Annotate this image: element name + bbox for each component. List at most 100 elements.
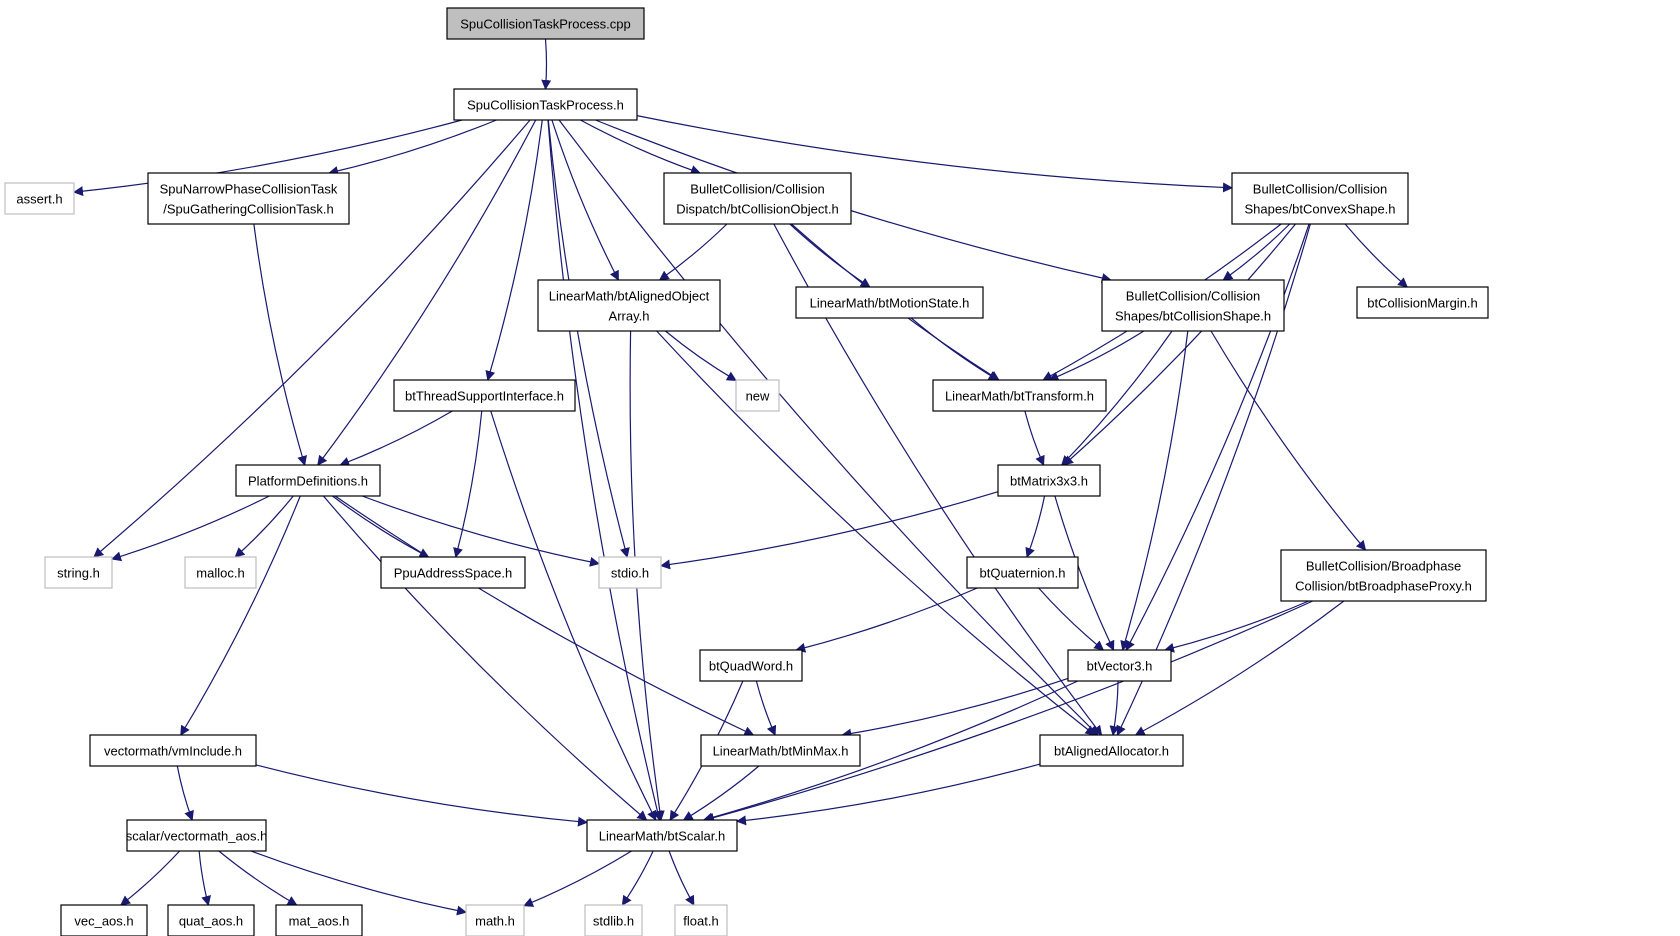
- node-scalar[interactable]: LinearMath/btScalar.h: [586, 819, 738, 852]
- node-vminclude[interactable]: vectormath/vmInclude.h: [89, 734, 257, 767]
- edge-thread-to-platform: [339, 410, 453, 467]
- node-label-allocator-0: btAlignedAllocator.h: [1054, 744, 1169, 759]
- edge-vminclude-to-vecaos: [176, 765, 194, 821]
- node-label-vecaos-0: scalar/vectormath_aos.h: [126, 829, 268, 844]
- edge-gathering-to-platform: [253, 223, 307, 466]
- node-transform[interactable]: LinearMath/btTransform.h: [932, 379, 1107, 412]
- node-malloc: malloc.h: [184, 556, 257, 589]
- node-stdlib: stdlib.h: [584, 904, 643, 936]
- edge-task_h-to-alignedarr: [551, 119, 619, 281]
- node-allocator[interactable]: btAlignedAllocator.h: [1039, 734, 1184, 767]
- node-label-convex-0: BulletCollision/Collision: [1253, 182, 1387, 197]
- node-label-margin-0: btCollisionMargin.h: [1367, 296, 1478, 311]
- node-box-colshape: [1101, 279, 1285, 332]
- node-quadword[interactable]: btQuadWord.h: [699, 649, 803, 682]
- node-thread[interactable]: btThreadSupportInterface.h: [393, 379, 576, 412]
- edge-platform-to-scalar: [322, 495, 648, 821]
- node-label-motion-0: LinearMath/btMotionState.h: [810, 296, 970, 311]
- node-label-colshape-0: BulletCollision/Collision: [1126, 289, 1260, 304]
- node-label-alignedarr-1: Array.h: [609, 309, 650, 324]
- node-convex[interactable]: BulletCollision/CollisionShapes/btConvex…: [1231, 172, 1409, 225]
- edge-colshape-to-vector3: [1120, 330, 1189, 651]
- node-colobj[interactable]: BulletCollision/CollisionDispatch/btColl…: [663, 172, 852, 225]
- edge-platform-to-string: [111, 495, 270, 562]
- node-box-quat: [966, 556, 1079, 589]
- node-task_h[interactable]: SpuCollisionTaskProcess.h: [453, 88, 638, 121]
- node-margin[interactable]: btCollisionMargin.h: [1356, 286, 1489, 319]
- edge-quat-to-quadword: [795, 587, 978, 653]
- node-label-math-0: math.h: [475, 914, 515, 929]
- node-label-transform-0: LinearMath/btTransform.h: [945, 389, 1094, 404]
- node-box-math: [465, 904, 525, 936]
- node-box-thread: [393, 379, 576, 412]
- node-vector3[interactable]: btVector3.h: [1067, 649, 1172, 682]
- node-box-vec_aos: [60, 904, 148, 936]
- node-gathering[interactable]: SpuNarrowPhaseCollisionTask/SpuGathering…: [147, 172, 350, 225]
- edge-scalar-to-math: [523, 850, 632, 907]
- node-box-allocator: [1039, 734, 1184, 767]
- edge-matrix-to-vector3: [1054, 495, 1115, 651]
- node-label-alignedarr-0: LinearMath/btAlignedObject: [549, 289, 710, 304]
- node-label-vminclude-0: vectormath/vmInclude.h: [104, 744, 242, 759]
- node-box-mat_aos: [275, 904, 363, 936]
- node-new: new: [735, 379, 780, 412]
- edge-alignedarr-to-new: [665, 330, 737, 381]
- node-box-transform: [932, 379, 1107, 412]
- node-minmax[interactable]: LinearMath/btMinMax.h: [700, 734, 861, 767]
- edge-task_h-to-thread: [485, 119, 543, 381]
- node-box-quadword: [699, 649, 803, 682]
- node-box-margin: [1356, 286, 1489, 319]
- node-label-convex-1: Shapes/btConvexShape.h: [1244, 202, 1395, 217]
- node-quat[interactable]: btQuaternion.h: [966, 556, 1079, 589]
- edge-matrix-to-quat: [1025, 495, 1046, 558]
- node-label-platform-0: PlatformDefinitions.h: [248, 474, 368, 489]
- nodes-layer: SpuCollisionTaskProcess.cppSpuCollisionT…: [4, 7, 1489, 936]
- node-label-quat_aos-0: quat_aos.h: [179, 914, 243, 929]
- node-platform[interactable]: PlatformDefinitions.h: [235, 464, 381, 497]
- edges-layer: [73, 38, 1408, 916]
- edge-vecaos-to-quat_aos: [198, 850, 211, 906]
- node-label-quadword-0: btQuadWord.h: [709, 659, 793, 674]
- node-mat_aos[interactable]: mat_aos.h: [275, 904, 363, 936]
- node-quat_aos[interactable]: quat_aos.h: [167, 904, 255, 936]
- node-matrix[interactable]: btMatrix3x3.h: [997, 464, 1101, 497]
- edge-vector3-to-scalar: [702, 680, 1079, 823]
- node-motion[interactable]: LinearMath/btMotionState.h: [795, 286, 984, 319]
- edge-convex-to-vector3: [1125, 223, 1310, 651]
- node-root[interactable]: SpuCollisionTaskProcess.cpp: [446, 7, 645, 40]
- node-label-malloc-0: malloc.h: [196, 566, 244, 581]
- edge-colobj-to-motion: [789, 223, 871, 288]
- edge-vecaos-to-vec_aos: [120, 850, 181, 906]
- node-label-mat_aos-0: mat_aos.h: [289, 914, 350, 929]
- node-label-colobj-1: Dispatch/btCollisionObject.h: [676, 202, 839, 217]
- node-label-float-0: float.h: [683, 914, 718, 929]
- edge-colobj-to-alignedarr: [658, 223, 728, 281]
- edge-thread-to-ppu: [453, 410, 483, 558]
- node-label-thread-0: btThreadSupportInterface.h: [405, 389, 564, 404]
- edge-platform-to-stdio: [362, 495, 600, 567]
- node-box-vector3: [1067, 649, 1172, 682]
- edge-broadphase-to-allocator: [1134, 600, 1345, 736]
- node-box-motion: [795, 286, 984, 319]
- node-label-assert-0: assert.h: [16, 192, 62, 207]
- node-vec_aos[interactable]: vec_aos.h: [60, 904, 148, 936]
- edge-platform-to-minmax: [334, 495, 755, 736]
- edge-task_h-to-string: [93, 119, 531, 558]
- node-vecaos[interactable]: scalar/vectormath_aos.h: [126, 819, 268, 852]
- node-ppu[interactable]: PpuAddressSpace.h: [380, 556, 526, 589]
- node-box-ppu: [380, 556, 526, 589]
- node-box-vecaos: [126, 819, 267, 852]
- edge-task_h-to-allocator: [558, 119, 1099, 736]
- node-label-minmax-0: LinearMath/btMinMax.h: [713, 744, 849, 759]
- edge-quadword-to-minmax: [755, 680, 777, 736]
- edge-colshape-to-transform: [1048, 330, 1145, 382]
- edge-alignedarr-to-allocator: [656, 330, 1096, 736]
- node-label-matrix-0: btMatrix3x3.h: [1010, 474, 1088, 489]
- node-box-stdio: [598, 556, 662, 589]
- node-box-alignedarr: [537, 279, 721, 332]
- node-assert: assert.h: [4, 182, 75, 215]
- node-broadphase[interactable]: BulletCollision/BroadphaseCollision/btBr…: [1280, 549, 1487, 602]
- edge-task_h-to-scalar: [547, 119, 663, 821]
- node-colshape[interactable]: BulletCollision/CollisionShapes/btCollis…: [1101, 279, 1285, 332]
